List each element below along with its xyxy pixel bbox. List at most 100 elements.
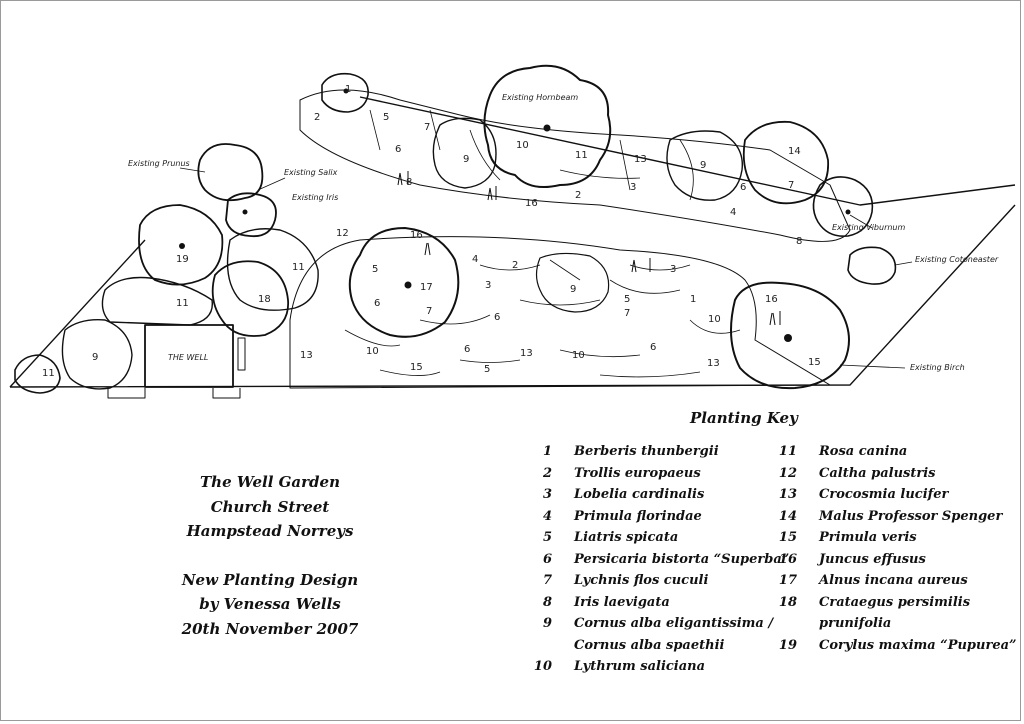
cotoneaster-shrub xyxy=(847,246,897,285)
label-existing-viburnum: Existing Viburnum xyxy=(832,223,906,232)
alnus-17 xyxy=(348,227,460,338)
title-garden-name: The Well Garden xyxy=(200,473,340,491)
shrub-11-left xyxy=(226,228,319,311)
bed-number: 13 xyxy=(520,348,533,359)
key-number: 9 xyxy=(542,616,552,632)
viburnum-shrub xyxy=(812,176,874,238)
bed-number: 13 xyxy=(300,350,313,361)
bed-number: 6 xyxy=(464,344,470,355)
key-plant-name: Cornus alba spaethii xyxy=(574,637,725,653)
label-existing-iris: Existing Iris xyxy=(292,193,338,202)
upper-bed-outline xyxy=(299,89,851,242)
bed-number: 6 xyxy=(650,342,656,353)
bed-number: 15 xyxy=(808,357,821,368)
shrub-9-left xyxy=(61,319,133,390)
title-designer: by Venessa Wells xyxy=(199,595,341,613)
key-row: 8 Iris laevigata xyxy=(520,592,789,614)
bed-number: 5 xyxy=(484,364,490,375)
label-the-well: THE WELL xyxy=(168,353,208,362)
bed-number: 16 xyxy=(765,294,778,305)
key-row: Cornus alba spaethii xyxy=(520,635,789,657)
bed-number: 3 xyxy=(670,264,676,275)
label-existing-salix: Existing Salix xyxy=(284,168,338,177)
bed-number: 1 xyxy=(345,84,351,95)
title-date: 20th November 2007 xyxy=(181,619,359,638)
key-plant-name: Alnus incana aureus xyxy=(819,573,968,589)
key-number: 13 xyxy=(778,487,797,503)
key-plant-name: Caltha palustris xyxy=(819,465,936,481)
shrub-19 xyxy=(138,204,224,286)
hornbeam-tree xyxy=(483,64,612,188)
key-plant-name: Trollis europaeus xyxy=(574,465,701,481)
key-row: 13 Crocosmia lucifer xyxy=(765,484,1017,506)
title-street: Church Street xyxy=(210,497,330,516)
key-number: 3 xyxy=(542,487,552,503)
bed-number: 10 xyxy=(572,350,585,361)
shrub-18 xyxy=(211,260,289,337)
bed-number: 4 xyxy=(472,254,478,265)
bed-number: 8 xyxy=(796,236,802,247)
label-existing-cotoneaster: Existing Cotoneaster xyxy=(915,255,999,264)
bed-number: 2 xyxy=(575,190,581,201)
key-plant-name: Iris laevigata xyxy=(574,594,670,610)
site-boundary-base xyxy=(9,204,1016,388)
key-number: 19 xyxy=(778,637,797,653)
key-plant-name: Primula veris xyxy=(819,530,917,546)
bed-number: 5 xyxy=(624,294,630,305)
bed-number: 7 xyxy=(624,308,630,319)
label-existing-prunus: Existing Prunus xyxy=(128,159,190,168)
bed-number: 2 xyxy=(314,112,320,123)
bed-number: 17 xyxy=(420,282,433,293)
bed-number: 13 xyxy=(634,154,647,165)
bed-number: 2 xyxy=(512,260,518,271)
title-design: New Planting Design xyxy=(181,570,359,589)
key-plant-name: Cornus alba eligantissima / xyxy=(574,616,774,632)
bed-number: 16 xyxy=(410,230,423,241)
bed-number: 9 xyxy=(700,160,706,171)
bed-number: 5 xyxy=(383,112,389,123)
key-plant-name: Persicaria bistorta “Superba” xyxy=(574,551,790,567)
bed-number: 19 xyxy=(176,254,189,265)
bed-number: 7 xyxy=(424,122,430,133)
key-number: 4 xyxy=(542,508,552,524)
bed-number: 15 xyxy=(410,362,423,373)
bed-number: 12 xyxy=(336,228,349,239)
key-number: 8 xyxy=(542,594,552,610)
bed-number: 11 xyxy=(176,298,189,309)
key-plant-name: Lobelia cardinalis xyxy=(574,487,705,503)
shrub-9-upper xyxy=(666,130,744,201)
bed-number: 14 xyxy=(788,146,801,157)
bed-number: 3 xyxy=(630,182,636,193)
bed-number: 4 xyxy=(730,207,736,218)
bed-number: 10 xyxy=(708,314,721,325)
bed-number: 8 xyxy=(406,177,412,188)
bed-number: 11 xyxy=(42,368,55,379)
shrub-14 xyxy=(742,120,829,205)
bed-number: 9 xyxy=(570,284,576,295)
key-plant-name: Lychnis flos cuculi xyxy=(574,573,709,589)
garden-plan: Existing Prunus Existing Salix Existing … xyxy=(9,64,1016,399)
site-boundary-upper xyxy=(359,96,1016,206)
key-number: 16 xyxy=(778,551,797,567)
bed-number: 13 xyxy=(707,358,720,369)
key-number: 18 xyxy=(778,594,797,610)
bed-number: 6 xyxy=(494,312,500,323)
key-number: 15 xyxy=(778,530,797,546)
bed-number: 11 xyxy=(575,150,588,161)
key-number: 10 xyxy=(533,659,552,675)
planting-key-title: Planting Key xyxy=(690,409,798,427)
bed-number: 6 xyxy=(374,298,380,309)
key-plant-name: Crocosmia lucifer xyxy=(819,487,949,503)
label-existing-birch: Existing Birch xyxy=(910,363,965,372)
bed-number: 10 xyxy=(366,346,379,357)
bed-number: 7 xyxy=(426,306,432,317)
title-gap xyxy=(150,544,390,568)
